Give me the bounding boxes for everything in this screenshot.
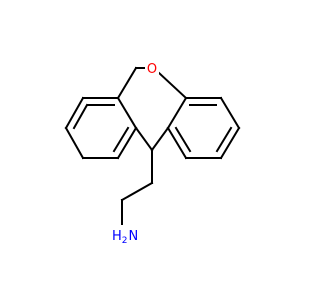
bond [150, 126, 170, 152]
structure-diagram: O H2N [64, 59, 241, 246]
left-benzene-ring [64, 96, 138, 160]
amine-hydrogens: H [112, 229, 122, 244]
bond [64, 96, 85, 130]
bond [116, 126, 138, 160]
bond [116, 66, 138, 100]
bond [219, 96, 241, 130]
bond [120, 181, 154, 202]
amine-group: H2N [101, 225, 139, 246]
double-bond [72, 103, 89, 130]
central-oxepine-ring [116, 66, 188, 152]
double-bond [112, 126, 130, 153]
oxygen-atom: O [145, 59, 159, 77]
amine-subscript: 2 [122, 236, 128, 246]
oxygen-label: O [147, 62, 157, 77]
bond [134, 126, 154, 152]
double-bond [215, 126, 233, 153]
bond [157, 71, 188, 100]
bond [219, 126, 241, 160]
amine-nitrogen: N [129, 229, 139, 244]
molecule-canvas: O H2N [64, 59, 241, 246]
right-benzene-ring [166, 96, 241, 160]
double-bond [174, 126, 192, 153]
bond [166, 126, 188, 160]
bond [116, 96, 138, 130]
bond [166, 96, 188, 130]
amine-label: H2N [112, 229, 138, 246]
bond [64, 126, 85, 160]
ethylamine-chain [120, 149, 154, 225]
